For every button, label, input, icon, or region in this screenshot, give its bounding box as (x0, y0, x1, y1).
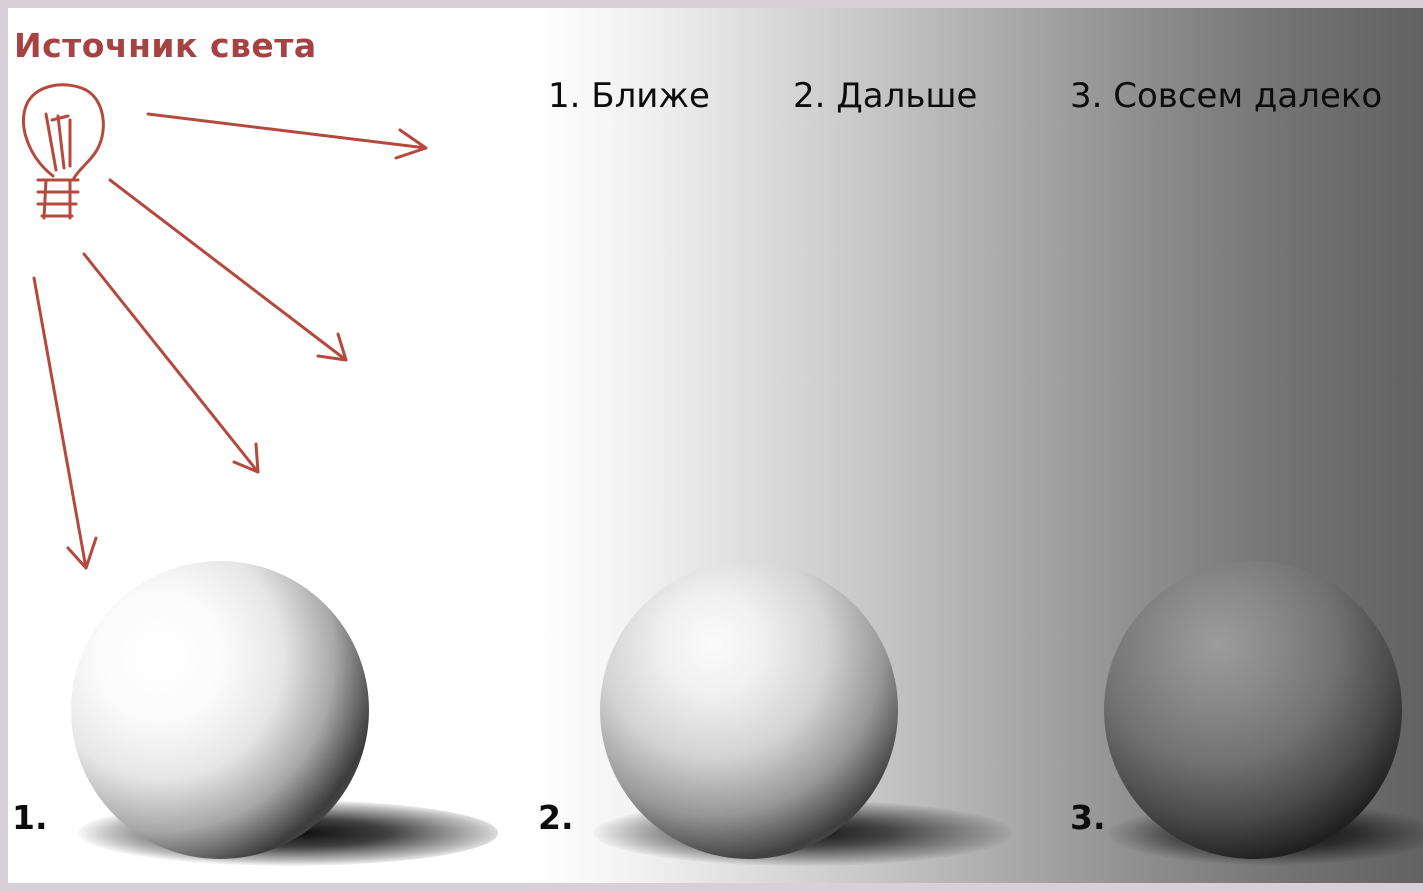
illustration-frame: Источник света 1. Ближе 2. Дальше 3. Сов… (8, 8, 1423, 883)
label-very-far: 3. Совсем далеко (1070, 76, 1383, 116)
sphere-near (71, 561, 369, 859)
sphere-farther (600, 561, 898, 859)
label-closer: 1. Ближе (548, 76, 710, 116)
sphere-very-far (1104, 561, 1402, 859)
sphere-number-3: 3. (1070, 798, 1106, 837)
ray-arrow-1 (146, 112, 428, 160)
sphere-number-2: 2. (538, 798, 574, 837)
light-source-title: Источник света (14, 26, 317, 65)
light-bulb-icon (22, 83, 105, 220)
sphere-number-1: 1. (12, 798, 48, 837)
label-farther: 2. Дальше (793, 76, 978, 116)
ray-arrow-2 (108, 178, 348, 362)
ray-arrow-4 (32, 276, 98, 570)
light-rays (22, 83, 428, 570)
ray-arrow-3 (82, 252, 260, 474)
